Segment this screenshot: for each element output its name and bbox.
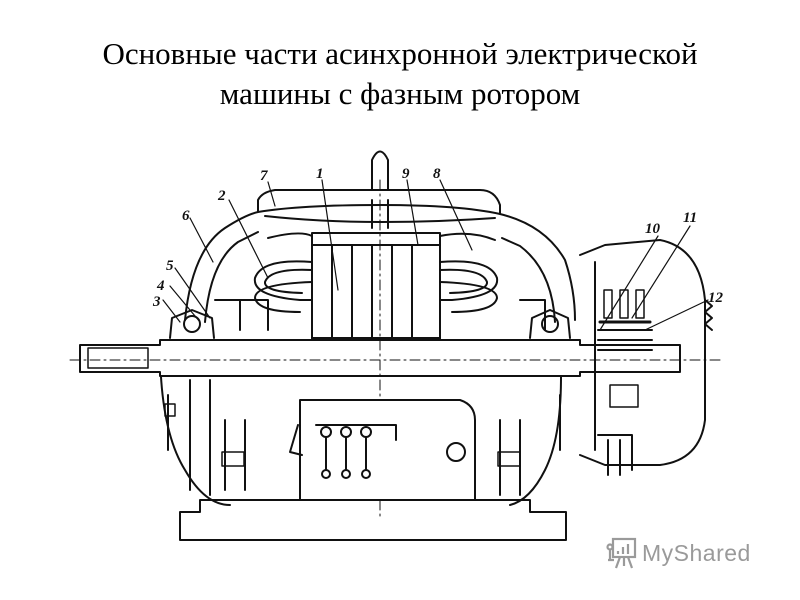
frame-right (509, 344, 562, 506)
bearing-shield-right (519, 299, 546, 331)
watermark: MyShared (606, 535, 751, 571)
callout-8: 8 (433, 166, 441, 182)
callout-3: 3 (152, 294, 161, 310)
frame-left (159, 344, 231, 506)
callout-11: 11 (683, 210, 697, 226)
slide-title: Основные части асинхронной электрической… (0, 34, 800, 114)
shaft (79, 339, 681, 377)
watermark-text: MyShared (642, 539, 751, 566)
presentation-board-icon (606, 537, 637, 569)
bearing-shield-left (214, 299, 269, 331)
title-line-2: машины с фазным ротором (219, 76, 581, 111)
callout-1: 1 (316, 166, 324, 182)
callout-10: 10 (645, 221, 661, 237)
motor-base (179, 499, 567, 541)
lifting-eye (371, 150, 389, 191)
callout-4: 4 (156, 278, 165, 294)
callout-6: 6 (182, 208, 190, 224)
callout-7: 7 (260, 168, 268, 184)
slip-rings (597, 329, 653, 351)
callout-5: 5 (166, 258, 174, 274)
callout-9: 9 (402, 166, 410, 182)
title-line-1: Основные части асинхронной электрической (102, 36, 698, 71)
stator-housing (184, 189, 576, 321)
winding-right (439, 260, 499, 301)
winding-left (253, 260, 313, 301)
callout-12: 12 (708, 290, 724, 306)
stator-core (311, 232, 441, 339)
callout-2: 2 (217, 188, 226, 204)
